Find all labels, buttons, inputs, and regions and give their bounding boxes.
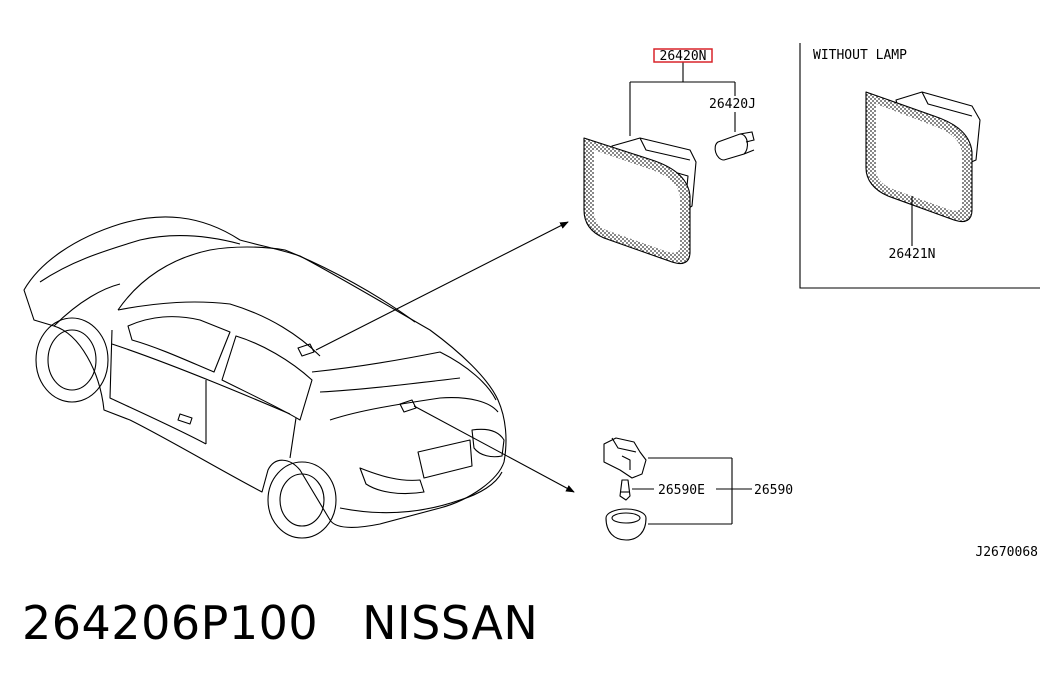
footer-caption: 264206P100 NISSAN [22,596,538,650]
part-label-lens-only: 26421N [889,247,936,262]
inset-title: WITHOUT LAMP [813,48,907,63]
arrow-to-socket [413,405,575,493]
lens-only-illustration [865,91,981,223]
lamp-assembly-illustration [583,137,697,265]
diagram-code: J2670068 [975,545,1038,560]
brand-name: NISSAN [362,596,539,650]
part-label-socket-bulb: 26590E [658,483,705,498]
arrow-to-lamp [315,221,569,351]
highlight-box [653,48,713,63]
part-label-socket-assembly: 26590 [754,483,793,498]
socket-illustration [603,437,647,541]
part-label-highlighted: 26420N [660,49,707,64]
bulb-illustration [714,131,755,161]
part-label-bulb: 26420J [709,97,756,112]
part-number: 264206P100 [22,596,319,650]
inset-panel: WITHOUT LAMP 26421N [799,43,1040,289]
car-illustration [23,216,507,539]
